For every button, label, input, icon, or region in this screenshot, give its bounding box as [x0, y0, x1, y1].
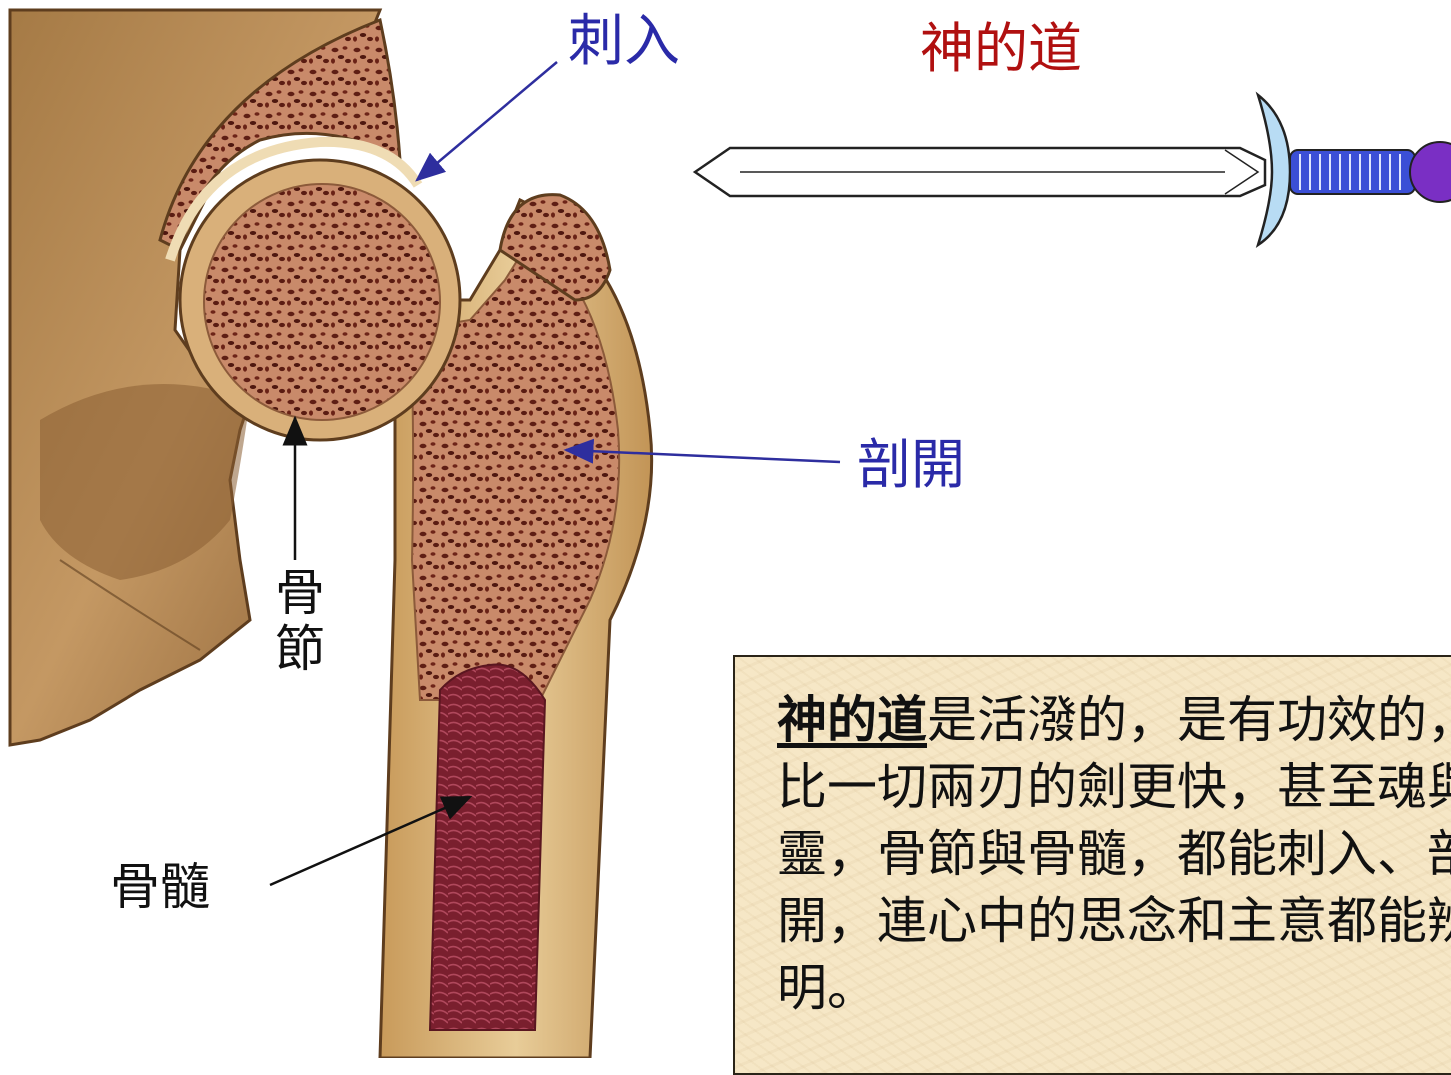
- verse-text: 神的道是活潑的，是有功效的，比一切兩刃的劍更快，甚至魂與靈，骨節與骨髓，都能刺入…: [777, 687, 1451, 1022]
- label-divide: 剖開: [857, 438, 965, 492]
- verse-box: 神的道是活潑的，是有功效的，比一切兩刃的劍更快，甚至魂與靈，骨節與骨髓，都能刺入…: [733, 655, 1451, 1075]
- label-pierce: 刺入: [568, 14, 680, 70]
- sword-icon: [695, 95, 1451, 245]
- label-word-of-god: 神的道: [920, 22, 1082, 76]
- arrow-pierce: [417, 62, 557, 180]
- verse-highlight: 神的道: [777, 691, 927, 749]
- label-joint: 骨節: [270, 565, 330, 677]
- label-marrow: 骨髓: [110, 862, 210, 912]
